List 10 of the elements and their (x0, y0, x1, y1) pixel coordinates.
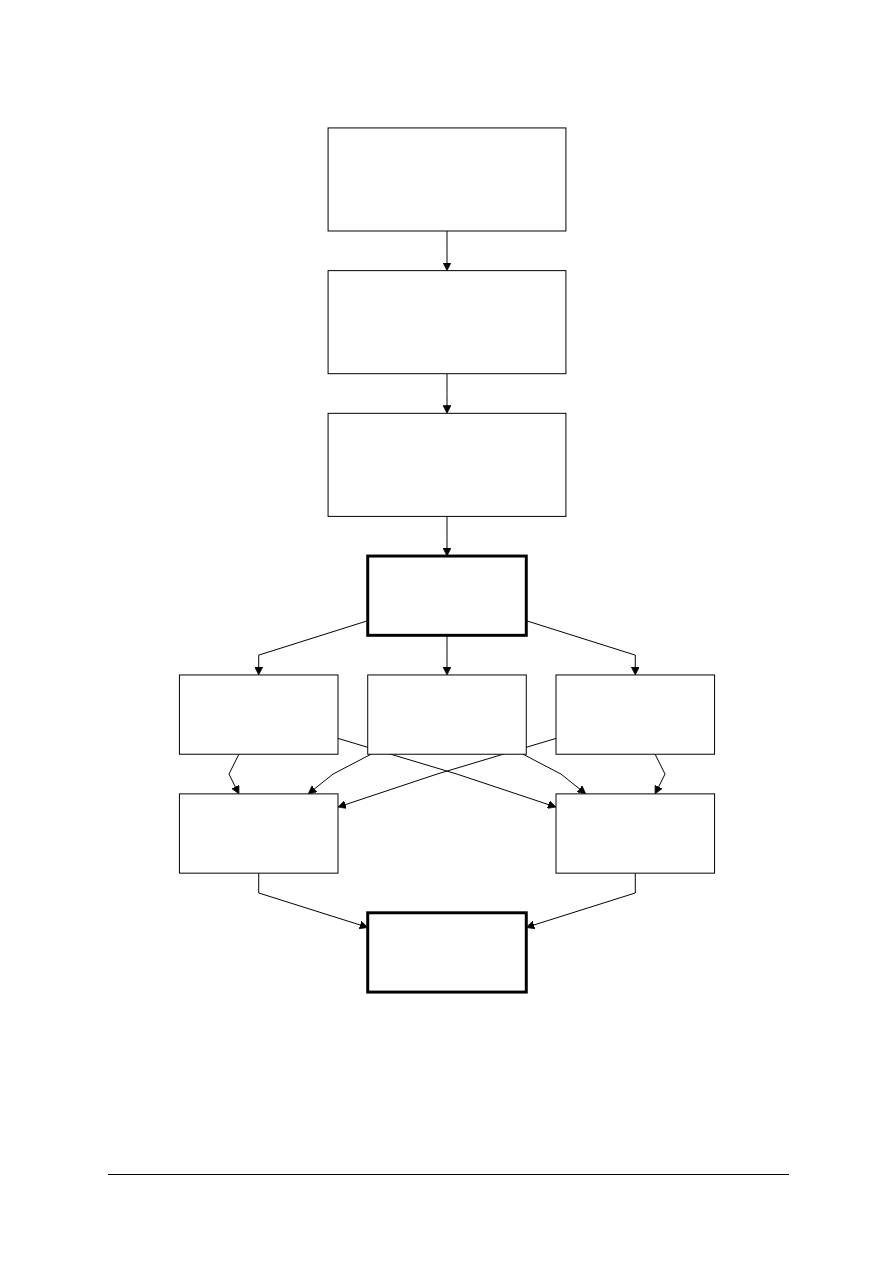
node-box (555, 674, 715, 755)
node-box (327, 412, 566, 517)
node-box (365, 911, 528, 994)
node-box (327, 270, 566, 375)
node-box (327, 127, 566, 232)
node-box (178, 674, 338, 755)
node-box (555, 793, 715, 874)
node-box (366, 674, 527, 755)
node-box (178, 793, 338, 874)
node-box (365, 554, 528, 637)
